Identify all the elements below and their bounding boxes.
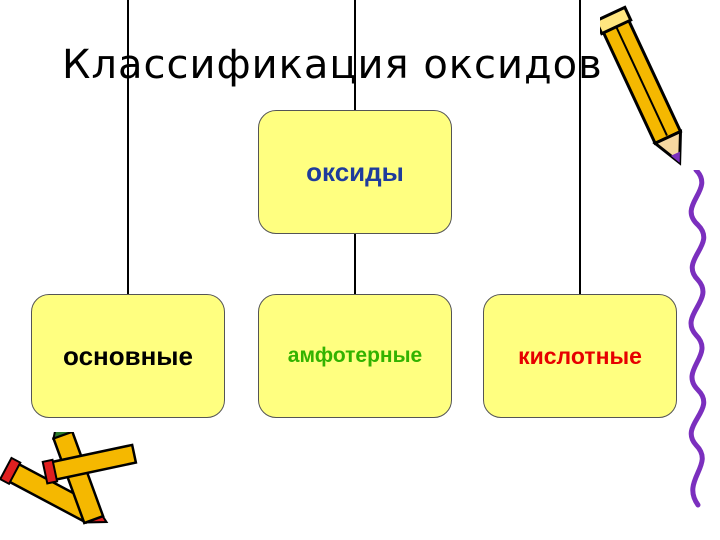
node-acidic-label: кислотные	[518, 342, 642, 369]
squiggle-border-icon	[688, 170, 707, 508]
slide-title: Классификация оксидов	[62, 42, 603, 88]
pencil-icon	[600, 5, 683, 166]
node-acidic: кислотные	[483, 294, 677, 418]
crayons-icon	[0, 432, 138, 525]
node-amphoteric-label: амфотерные	[287, 344, 423, 367]
node-amphoteric: амфотерные	[258, 294, 452, 418]
node-basic-label: основные	[63, 340, 193, 371]
node-oxides: оксиды	[258, 110, 452, 234]
node-oxides-label: оксиды	[306, 156, 404, 187]
node-basic: основные	[31, 294, 225, 418]
